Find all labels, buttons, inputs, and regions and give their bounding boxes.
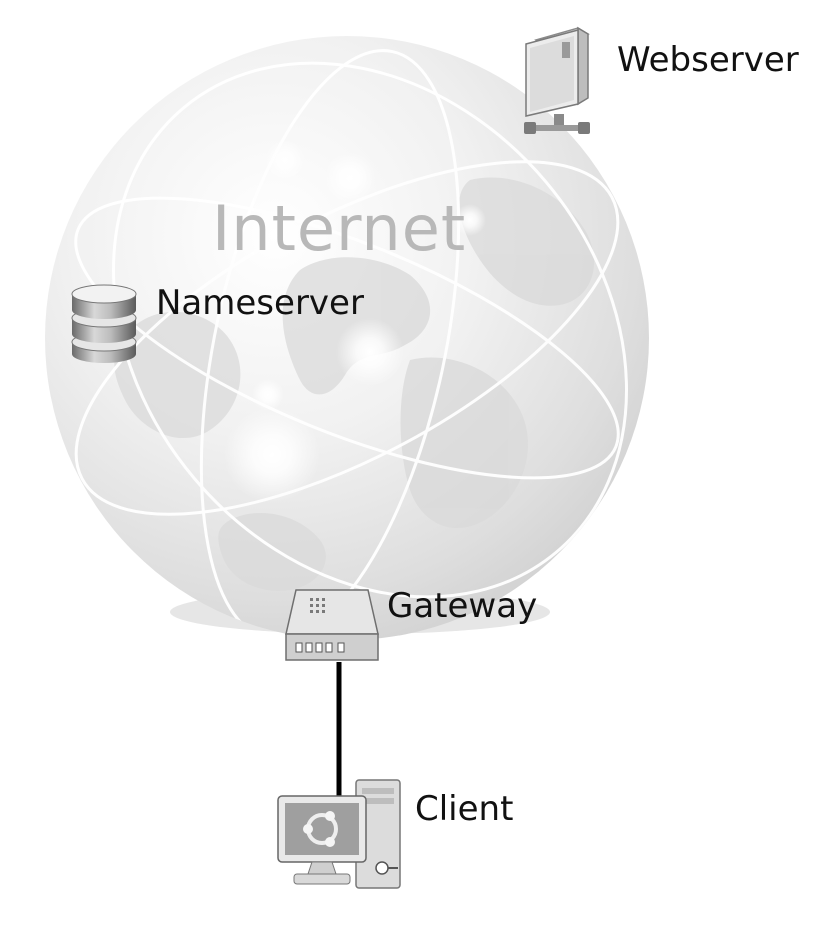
server-icon — [524, 26, 590, 134]
glow-nodes — [224, 140, 486, 503]
database-icon — [71, 284, 137, 363]
desktop-computer-icon — [277, 779, 401, 889]
internet-label: Internet — [212, 192, 467, 265]
nameserver-label: Nameserver — [156, 283, 364, 323]
client-label: Client — [415, 789, 514, 829]
gateway-label: Gateway — [387, 586, 538, 626]
continents — [114, 177, 595, 591]
webserver-label: Webserver — [617, 40, 799, 80]
orbit-lines — [74, 49, 628, 640]
router-icon — [285, 589, 379, 661]
